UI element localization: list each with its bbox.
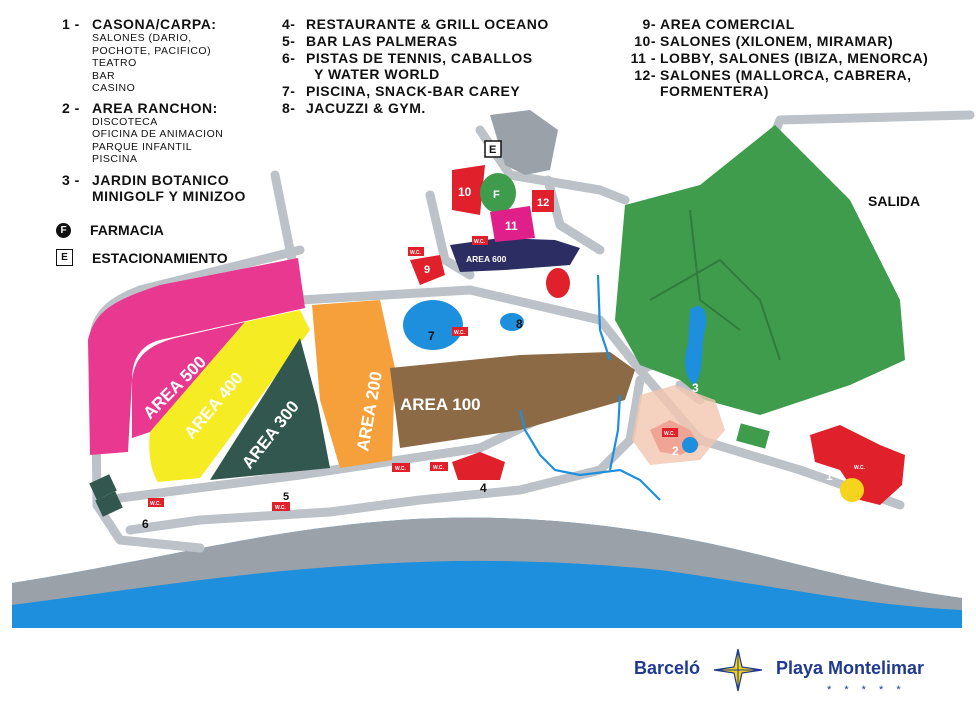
parking-icon: E xyxy=(56,249,73,266)
area-600-label: AREA 600 xyxy=(466,254,507,264)
legend-item-6: 6-PISTAS DE TENNIS, CABALLOS Y WATER WOR… xyxy=(282,50,533,82)
legend-item-11: 11 -LOBBY, SALONES (IBIZA, MENORCA) xyxy=(630,50,929,66)
legend-item-4: 4-RESTAURANTE & GRILL OCEANO xyxy=(282,16,549,32)
map-number-5: 5 xyxy=(283,491,289,503)
pharmacy-icon: F xyxy=(56,222,71,238)
map-parking-marker: E xyxy=(489,144,496,156)
building-11 xyxy=(490,206,535,242)
map-number-4: 4 xyxy=(480,481,487,495)
area-ranchon xyxy=(632,385,725,465)
wc-markers: W.C. W.C. W.C. W.C. W.C. W.C. W.C. W.C. … xyxy=(148,236,868,511)
brand-logo-icon xyxy=(713,648,763,692)
map-pharmacy-marker: F xyxy=(493,189,500,201)
map-number-2: 2 xyxy=(672,444,679,458)
legend-column-1: 1 -CASONA/CARPA: SALONES (DARIO, POCHOTE… xyxy=(62,16,282,204)
botanical-paths xyxy=(649,209,781,361)
map-number-1: 1 xyxy=(826,469,833,483)
pond-zone-3 xyxy=(684,306,707,385)
legend-pharmacy: F FARMACIA xyxy=(56,222,164,238)
svg-text:W.C.: W.C. xyxy=(395,466,406,472)
svg-text:W.C.: W.C. xyxy=(410,250,421,256)
legend-item-2: 2 -AREA RANCHON: DISCOTECA OFICINA DE AN… xyxy=(62,99,224,166)
court-6a xyxy=(89,474,117,500)
building-10 xyxy=(452,165,485,215)
map-number-6: 6 xyxy=(142,517,149,531)
legend-column-2: 4-RESTAURANTE & GRILL OCEANO 5-BAR LAS P… xyxy=(282,16,562,116)
pharmacy-area xyxy=(480,173,516,213)
map-number-7: 7 xyxy=(428,329,435,343)
svg-text:W.C.: W.C. xyxy=(474,239,485,245)
building-9 xyxy=(410,255,445,285)
svg-text:W.C.: W.C. xyxy=(854,465,865,471)
legend-item-8: 8-JACUZZI & GYM. xyxy=(282,100,426,116)
area-100-label: AREA 100 xyxy=(400,395,481,414)
brand-playa-montelimar: Playa Montelimar xyxy=(776,658,925,678)
area-500-zone xyxy=(88,258,305,455)
area-100-zone xyxy=(390,352,635,448)
water-channels xyxy=(518,274,661,501)
map-number-12: 12 xyxy=(537,197,549,209)
court-green xyxy=(736,423,770,449)
brand-barcelo: Barceló xyxy=(634,658,701,678)
legend-item-12: 12-SALONES (MALLORCA, CABRERA, FORMENTER… xyxy=(634,67,912,99)
legend-item-7: 7-PISCINA, SNACK-BAR CAREY xyxy=(282,83,521,99)
parking-area xyxy=(490,110,558,175)
pool-7 xyxy=(403,300,463,350)
svg-text:W.C.: W.C. xyxy=(150,501,161,507)
ranchon-pool xyxy=(682,437,698,453)
map-parking-marker-box xyxy=(484,140,502,158)
building-4 xyxy=(452,452,505,480)
exit-label: SALIDA xyxy=(868,193,920,209)
legend-item-3: 3 -JARDIN BOTANICO MINIGOLF Y MINIZOO xyxy=(62,171,246,204)
map-number-10: 10 xyxy=(458,185,472,199)
area-300-zone xyxy=(210,338,330,480)
area-200-zone xyxy=(312,300,395,468)
svg-text:W.C.: W.C. xyxy=(664,431,675,437)
building-12 xyxy=(532,190,554,212)
beach xyxy=(12,517,962,610)
svg-text:W.C.: W.C. xyxy=(433,465,444,471)
legend-item-5: 5-BAR LAS PALMERAS xyxy=(282,33,458,49)
map-number-3: 3 xyxy=(692,381,699,395)
area-600-zone xyxy=(450,238,580,272)
brand-stars: * * * * * xyxy=(827,684,906,696)
botanical-garden-zone xyxy=(615,125,905,415)
court-6b xyxy=(95,491,123,517)
svg-text:W.C.: W.C. xyxy=(454,330,465,336)
area-500-block xyxy=(132,322,245,438)
tent-carpa xyxy=(840,478,864,502)
svg-text:W.C.: W.C. xyxy=(275,505,286,511)
area-400-zone xyxy=(149,310,310,482)
red-pavilion xyxy=(546,268,570,298)
legend-item-9: 9-AREA COMERCIAL xyxy=(642,16,795,32)
legend-item-1: 1 -CASONA/CARPA: SALONES (DARIO, POCHOTE… xyxy=(62,16,217,94)
map-number-9: 9 xyxy=(424,264,430,276)
pool-8 xyxy=(500,313,524,331)
legend-item-10: 10-SALONES (XILONEM, MIRAMAR) xyxy=(634,33,894,49)
legend-column-3: 9-AREA COMERCIAL 10-SALONES (XILONEM, MI… xyxy=(620,16,940,99)
map-number-11: 11 xyxy=(505,219,518,233)
map-number-8: 8 xyxy=(516,317,523,331)
legend-parking: E ESTACIONAMIENTO xyxy=(56,249,228,266)
